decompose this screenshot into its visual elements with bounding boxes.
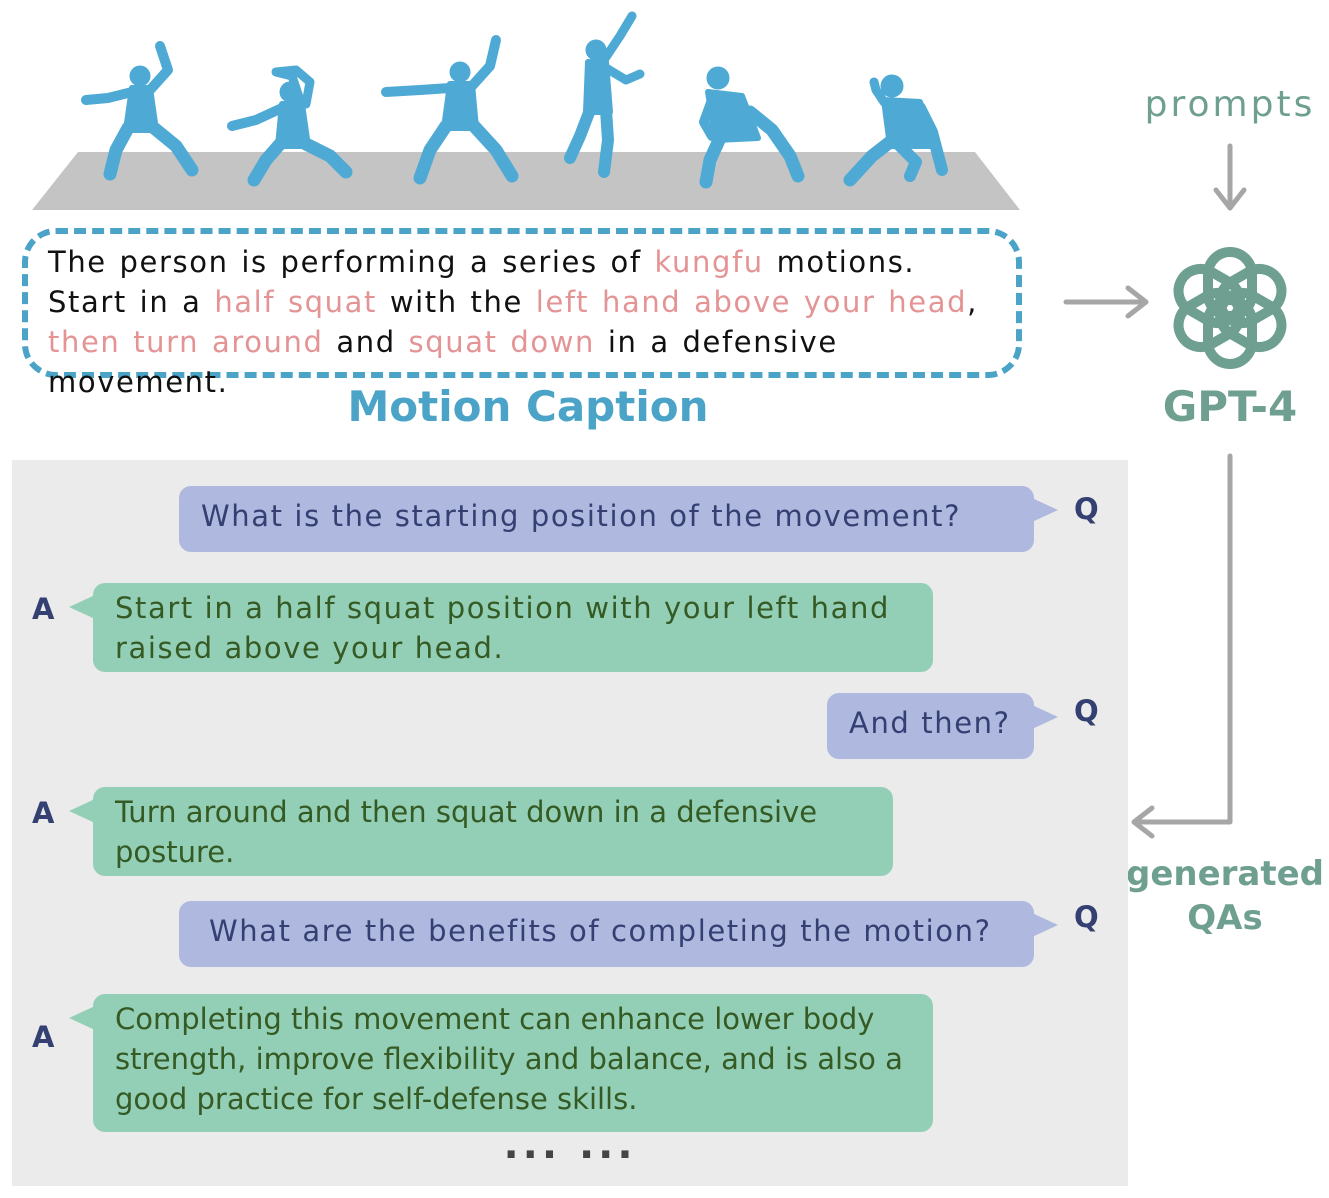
floor-plane — [32, 152, 1020, 210]
motion-caption-box: The person is performing a series of kun… — [22, 228, 1022, 399]
motion-sequence-scene — [32, 11, 1020, 210]
motion-caption-title: Motion Caption — [347, 382, 709, 431]
caption-plain-text: with the — [377, 285, 536, 319]
caption-plain-text: The person is performing a series of — [48, 245, 655, 279]
caption-highlight-phrase: then turn around — [48, 325, 324, 359]
caption-plain-text: , — [967, 285, 978, 319]
prompts-label: prompts — [1144, 84, 1316, 125]
caption-highlight-phrase: left hand above your head — [535, 285, 968, 319]
question-bubble-1: What is the starting position of the mov… — [179, 486, 1058, 552]
generated-label-line-1: generated — [1125, 854, 1325, 894]
answer-marker-1: A — [32, 592, 55, 626]
answer-bubble-2: Turn around and then squat down in a def… — [69, 787, 893, 876]
human-figure-pose-5 — [699, 66, 805, 189]
arrow-gpt-to-qas-head — [1131, 805, 1155, 839]
question-marker-1: Q — [1074, 492, 1099, 526]
answer-marker-3: A — [32, 1020, 55, 1054]
continuation-ellipsis: ... ... — [503, 1122, 637, 1168]
motion-caption-text: The person is performing a series of kun… — [48, 242, 998, 402]
gpt-4-label: GPT-4 — [1162, 382, 1298, 431]
human-figure-pose-6 — [843, 74, 948, 187]
question-bubble-2: And then? — [827, 693, 1058, 759]
human-figure-pose-2 — [227, 65, 353, 187]
openai-logo-icon — [1173, 247, 1287, 369]
human-figure-pose-1 — [81, 41, 199, 181]
question-bubble-3: What are the benefits of completing the … — [179, 901, 1058, 967]
caption-plain-text: motions. Start in a — [48, 245, 916, 319]
answer-bubble-3: Completing this movement can enhance low… — [69, 994, 933, 1132]
caption-highlight-phrase: squat down — [408, 325, 596, 359]
answer-bubble-1: Start in a half squat position with your… — [69, 583, 933, 672]
answer-marker-2: A — [32, 796, 55, 830]
caption-plain-text: in a defensive movement. — [48, 325, 838, 399]
question-marker-3: Q — [1074, 900, 1099, 934]
human-figure-pose-4 — [564, 11, 645, 178]
arrow-caption-to-gpt-head — [1125, 285, 1149, 319]
human-figure-pose-3 — [381, 35, 519, 185]
arrow-gpt-to-qas — [1133, 453, 1233, 825]
caption-plain-text: and — [323, 325, 409, 359]
caption-highlight-phrase: kungfu — [654, 245, 764, 279]
caption-highlight-phrase: half squat — [214, 285, 377, 319]
generated-qas-label: generated QAs — [1125, 852, 1325, 940]
generated-label-line-2: QAs — [1187, 898, 1263, 938]
arrow-prompts-to-gpt-head — [1213, 187, 1247, 211]
question-marker-2: Q — [1074, 694, 1099, 728]
